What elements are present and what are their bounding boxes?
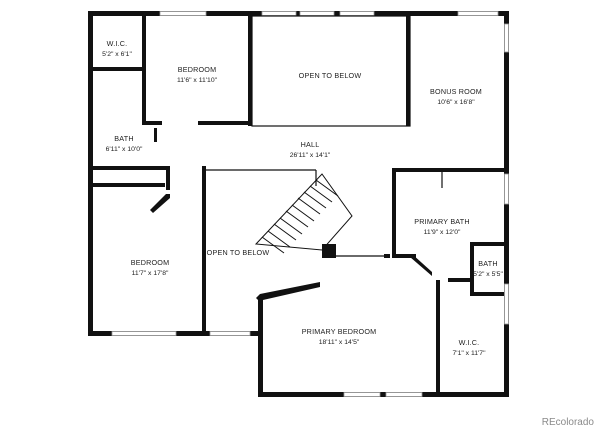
room-name-bonus-room: BONUS ROOM — [430, 87, 482, 96]
room-dims-bedroom-upper: 11'6" x 11'10" — [177, 77, 218, 84]
room-name-bedroom-left: BEDROOM — [131, 258, 170, 267]
room-name-open-to-below-middle: OPEN TO BELOW — [207, 248, 270, 257]
room-name-wic-upper-left: W.I.C. — [107, 39, 128, 48]
room-labels: W.I.C. 5'2" x 6'1" BEDROOM 11'6" x 11'10… — [102, 39, 503, 357]
room-dims-wic-lower-right: 7'1" x 11'7" — [453, 350, 487, 357]
interior-walls — [88, 16, 504, 397]
room-dims-bonus-room: 10'6" x 16'8" — [437, 99, 475, 106]
room-name-hall: HALL — [301, 140, 320, 149]
room-name-primary-bedroom: PRIMARY BEDROOM — [302, 327, 377, 336]
room-name-bath-small: BATH — [478, 259, 497, 268]
watermark-logo: REcolorado — [542, 417, 595, 428]
room-name-wic-lower-right: W.I.C. — [459, 338, 480, 347]
room-name-bath-left: BATH — [114, 134, 133, 143]
open-area-outlines — [206, 15, 443, 257]
exterior-walls — [88, 11, 509, 397]
room-dims-wic-upper-left: 5'2" x 6'1" — [102, 51, 132, 58]
room-name-open-to-below-top: OPEN TO BELOW — [299, 71, 362, 80]
room-name-bedroom-upper: BEDROOM — [178, 65, 217, 74]
staircase — [254, 173, 353, 254]
room-dims-bath-left: 6'11" x 10'0" — [106, 146, 143, 153]
room-dims-bath-small: 5'2" x 5'5" — [473, 271, 503, 278]
room-name-primary-bath: PRIMARY BATH — [414, 217, 470, 226]
room-dims-hall: 26'11" x 14'1" — [290, 152, 331, 159]
room-dims-primary-bedroom: 18'11" x 14'5" — [319, 339, 360, 346]
room-dims-bedroom-left: 11'7" x 17'8" — [132, 270, 169, 277]
room-dims-primary-bath: 11'9" x 12'0" — [424, 229, 461, 236]
windows — [111, 11, 509, 397]
